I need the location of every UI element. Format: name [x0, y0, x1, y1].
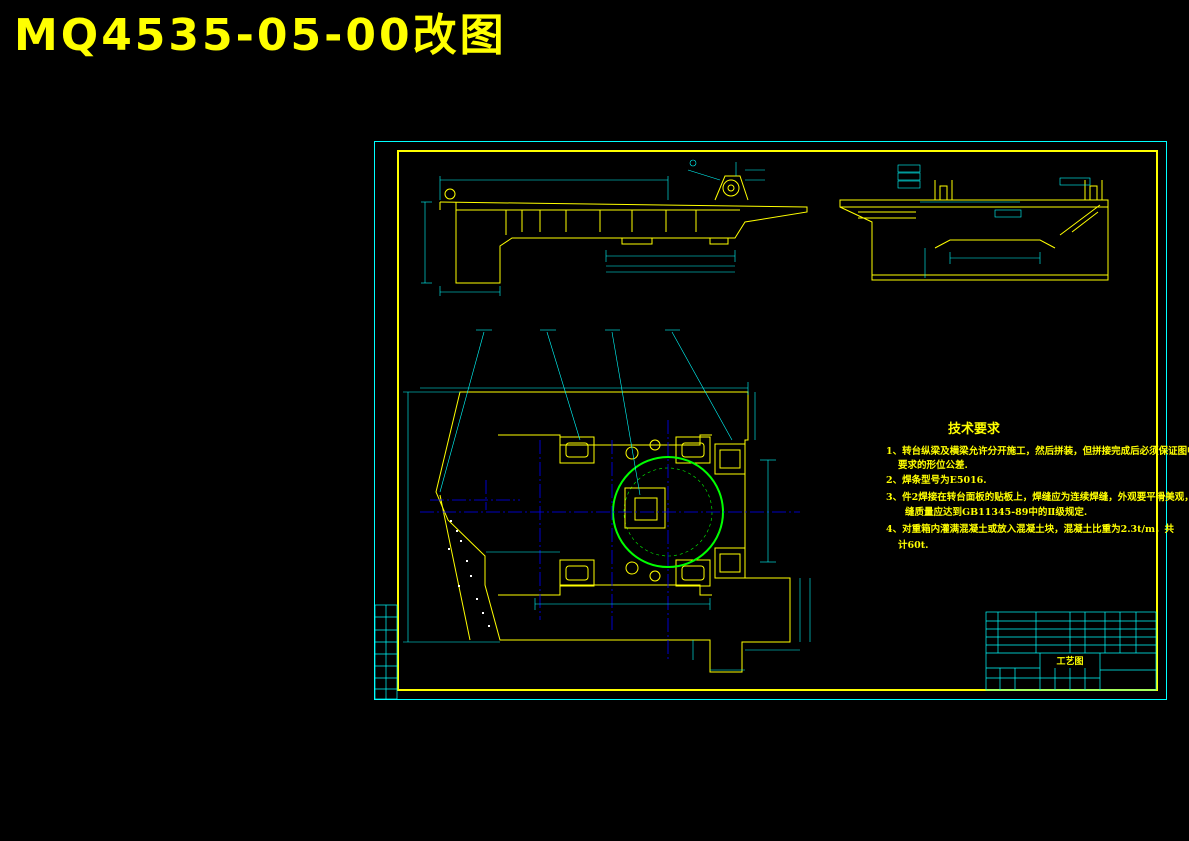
title-block-drawing-type: 工艺图 — [1056, 655, 1083, 667]
slot-window-bl — [559, 559, 595, 587]
side-elevation-view — [421, 159, 808, 296]
plan-view — [403, 329, 811, 673]
tech-requirement-line: 要求的形位公差. — [898, 459, 968, 471]
title-block — [985, 611, 1157, 691]
tech-requirement-line: 计60t. — [898, 539, 928, 551]
tech-requirements-heading: 技术要求 — [948, 421, 1001, 437]
sheet-border-inner — [397, 150, 1158, 691]
drawing-title: MQ4535-05-00改图 — [14, 10, 507, 61]
slot-window-tl — [559, 436, 595, 464]
tech-requirement-line: 缝质量应达到GB11345-89中的Ⅱ级规定. — [905, 506, 1087, 518]
end-elevation-view — [839, 164, 1109, 281]
tech-requirement-line: 1、转台纵梁及横梁允许分开施工，然后拼装，但拼接完成后必须保证图中所 — [886, 445, 1189, 457]
tech-requirement-line: 3、件2焊接在转台面板的贴板上，焊缝应为连续焊缝，外观要平滑美观，且焊 — [886, 491, 1189, 503]
tech-requirement-line: 4、对重箱内灌满混凝土或放入混凝土块，混凝土比重为2.3t/m，共 — [886, 523, 1175, 535]
lug-lower — [714, 547, 746, 579]
lug-upper — [714, 443, 746, 475]
binding-strip — [374, 604, 398, 700]
tech-requirement-line: 2、焊条型号为E5016. — [886, 474, 987, 486]
slot-window-br — [675, 559, 711, 587]
sheet-border-outer — [374, 141, 1167, 700]
